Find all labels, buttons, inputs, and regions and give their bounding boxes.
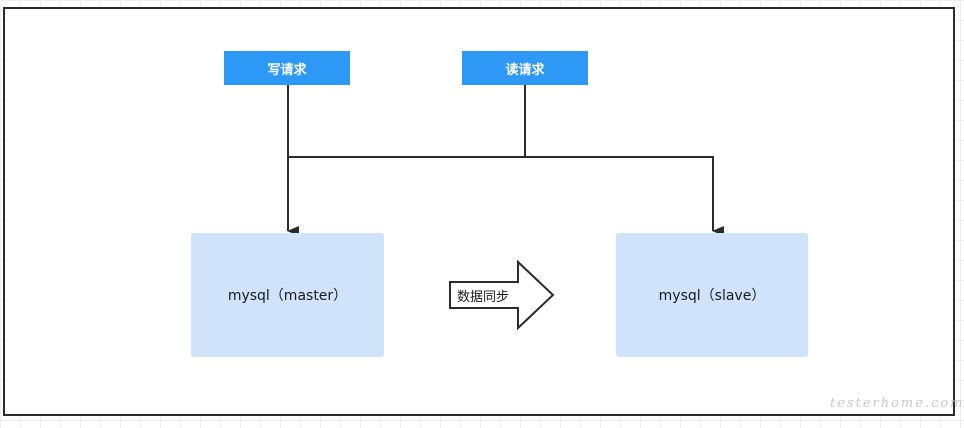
slave-db-label: mysql（slave）	[658, 288, 766, 304]
slave-db-box: mysql（slave）	[616, 233, 808, 357]
read-request-label: 读请求	[505, 62, 545, 78]
sync-arrow	[449, 259, 555, 331]
watermark: testerhome.com	[830, 396, 964, 411]
master-db-label: mysql（master）	[227, 288, 348, 304]
write-request-box: 写请求	[224, 51, 350, 85]
write-request-label: 写请求	[267, 62, 307, 78]
sync-label: 数据同步	[456, 289, 509, 305]
read-request-box: 读请求	[462, 51, 588, 85]
master-db-box: mysql（master）	[191, 233, 384, 357]
